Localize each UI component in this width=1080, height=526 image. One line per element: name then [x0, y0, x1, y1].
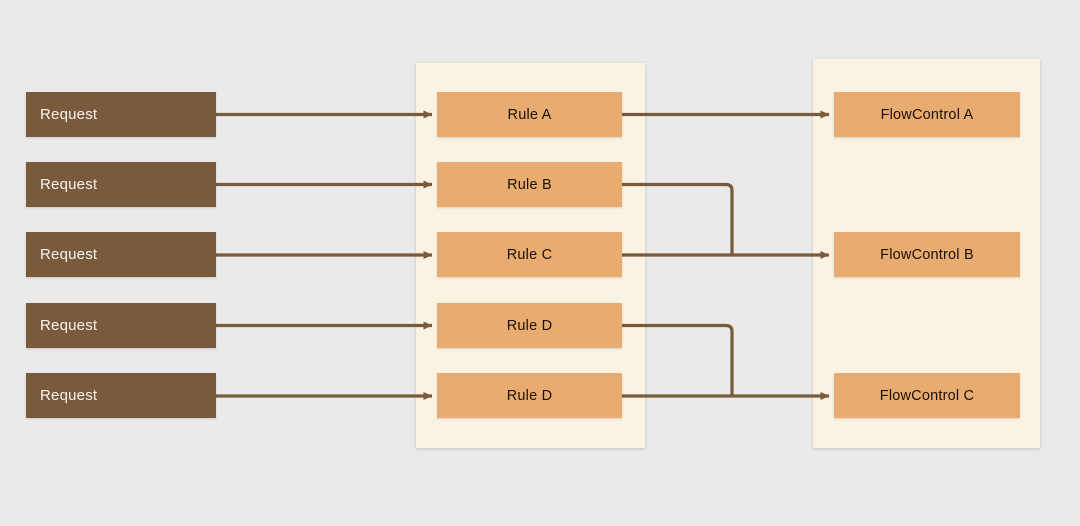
flowcontrol-node-c[interactable]: FlowControl C — [834, 373, 1020, 418]
rule-node-label: Rule B — [507, 176, 552, 193]
request-node-label: Request — [40, 317, 98, 334]
rule-node-c[interactable]: Rule C — [437, 232, 622, 277]
rule-node-label: Rule C — [506, 246, 553, 263]
request-node-label: Request — [40, 176, 98, 193]
flowcontrol-node-a[interactable]: FlowControl A — [834, 92, 1020, 137]
request-node-4[interactable]: Request — [26, 303, 216, 348]
request-node-1[interactable]: Request — [26, 92, 216, 137]
rule-node-d-1[interactable]: Rule D — [437, 303, 622, 348]
rule-node-b[interactable]: Rule B — [437, 162, 622, 207]
rule-node-label: Rule A — [507, 106, 552, 123]
request-node-label: Request — [40, 106, 98, 123]
flowcontrol-node-label: FlowControl B — [880, 246, 974, 263]
flowcontrol-node-label: FlowControl A — [880, 106, 974, 123]
rule-node-d-2[interactable]: Rule D — [437, 373, 622, 418]
rule-node-label: Rule D — [506, 317, 553, 334]
request-node-3[interactable]: Request — [26, 232, 216, 277]
rule-node-label: Rule D — [506, 387, 553, 404]
request-node-label: Request — [40, 246, 98, 263]
request-node-2[interactable]: Request — [26, 162, 216, 207]
request-node-label: Request — [40, 387, 98, 404]
flowcontrol-node-b[interactable]: FlowControl B — [834, 232, 1020, 277]
request-node-5[interactable]: Request — [26, 373, 216, 418]
flowcontrol-node-label: FlowControl C — [879, 387, 975, 404]
rule-node-a[interactable]: Rule A — [437, 92, 622, 137]
